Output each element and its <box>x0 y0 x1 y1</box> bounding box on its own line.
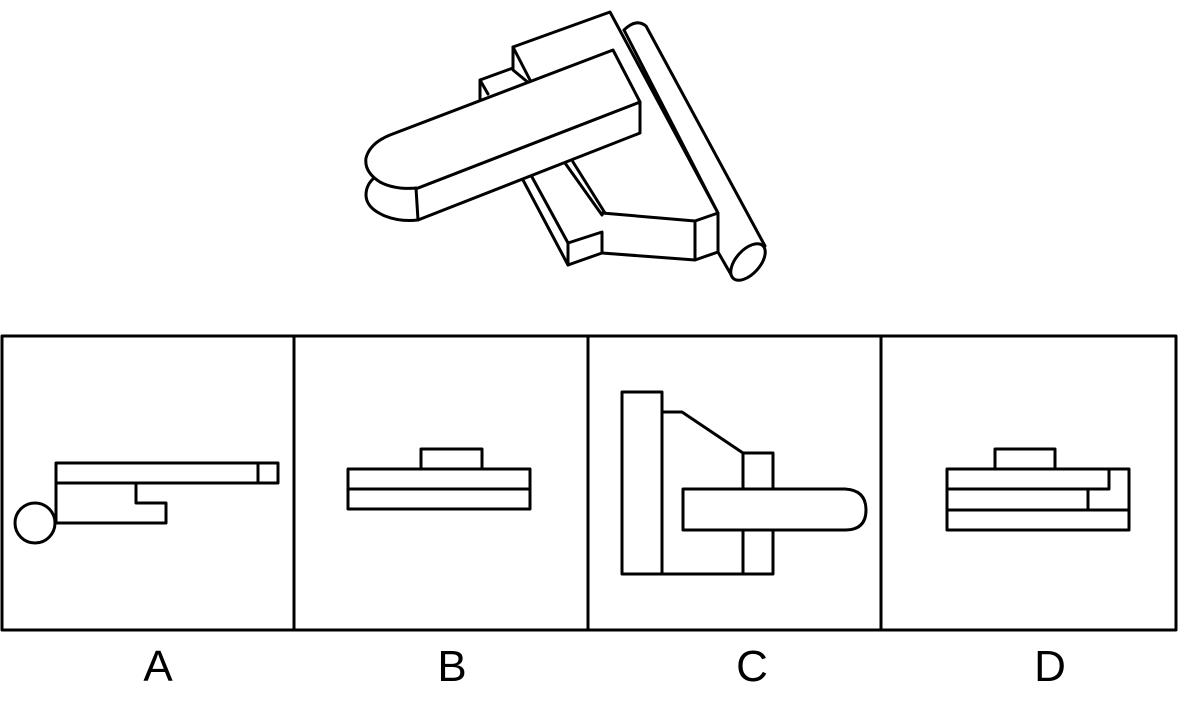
option-b-label[interactable]: B <box>437 642 467 691</box>
option-d-view[interactable] <box>945 447 1131 532</box>
cylinder <box>622 21 767 282</box>
3d-object-figure <box>364 10 767 282</box>
option-a-view[interactable] <box>13 461 280 545</box>
rounded-arm <box>364 48 642 222</box>
option-d-label[interactable]: D <box>1034 642 1066 691</box>
option-a-label[interactable]: A <box>143 642 173 691</box>
prism-block <box>600 211 720 262</box>
option-c-label[interactable]: C <box>736 642 768 691</box>
options-panel <box>0 334 1178 632</box>
option-b-view[interactable] <box>346 447 532 511</box>
option-c-view[interactable] <box>620 390 868 576</box>
